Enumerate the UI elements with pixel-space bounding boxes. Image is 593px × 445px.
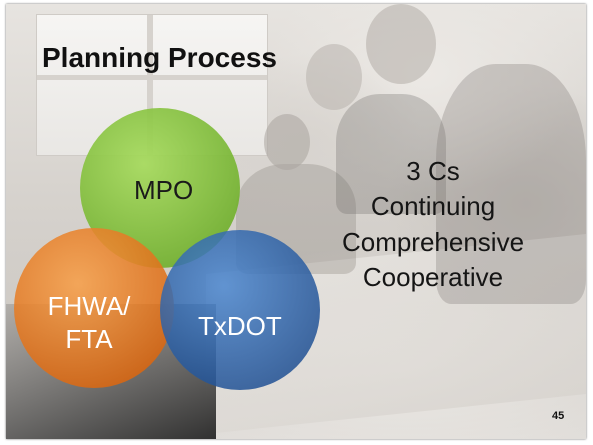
fhwa-line: FHWA/ — [47, 291, 131, 321]
cs-item-comprehensive: Comprehensive — [341, 226, 525, 257]
txdot-label: TxDOT — [198, 311, 282, 341]
circle-fhwa-fta — [14, 228, 174, 388]
slide-title: Planning Process — [42, 42, 277, 73]
cs-item-continuing: Continuing — [370, 191, 496, 222]
slide-number: 45 — [552, 410, 565, 422]
person-head — [264, 114, 310, 170]
circle-mpo — [80, 108, 240, 268]
person-silhouette — [336, 94, 446, 214]
fhwa-fta-label: FHWA/ FTA — [34, 290, 144, 355]
circle-txdot — [160, 230, 320, 390]
three-cs-list: 3 Cs Continuing Comprehensive Cooperativ… — [328, 154, 538, 295]
mpo-label: MPO — [134, 175, 194, 205]
venn-diagram — [14, 108, 320, 390]
person-head — [306, 44, 362, 110]
person-head — [366, 4, 436, 84]
slide: Planning Process MPO FHWA/ FTA TxDOT 3 C… — [6, 4, 586, 439]
background-photo — [6, 4, 586, 439]
cs-item-cooperative: Cooperative — [362, 262, 504, 293]
three-cs-heading: 3 Cs — [406, 156, 460, 186]
person-silhouette — [436, 64, 586, 304]
fta-line: FTA — [65, 323, 113, 354]
